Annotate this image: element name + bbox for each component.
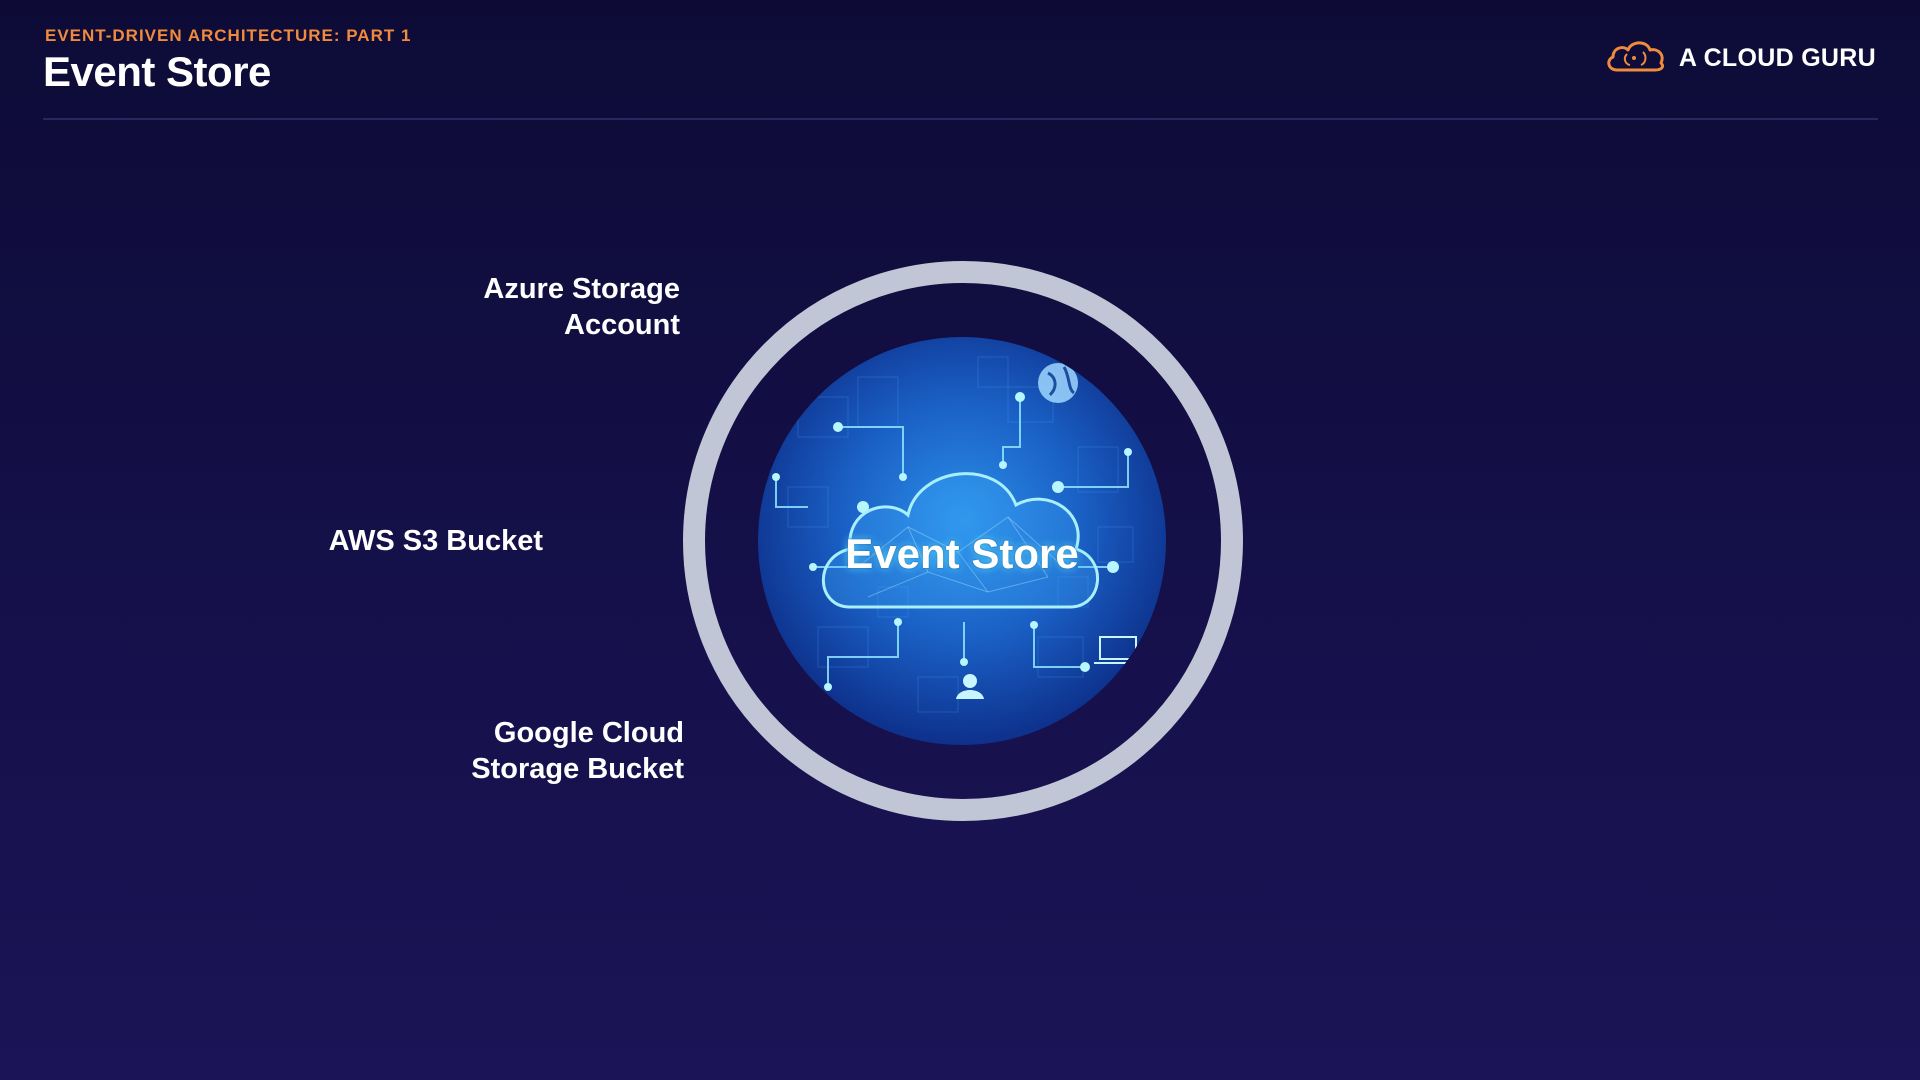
option-google-line-2: Storage Bucket — [471, 753, 684, 785]
cloud-logo-icon — [1603, 36, 1667, 81]
center-label: Event Store — [845, 530, 1079, 577]
option-google-line-1: Google Cloud — [493, 717, 684, 749]
cloud-network-illustration: Event Store — [758, 337, 1166, 745]
option-azure-line-1: Azure Storage — [483, 273, 680, 305]
option-aws-s3: AWS S3 Bucket — [329, 523, 543, 559]
option-aws-line-1: AWS S3 Bucket — [328, 525, 543, 557]
header-divider — [43, 118, 1878, 120]
option-google-cloud-storage: Google Cloud Storage Bucket — [471, 715, 684, 787]
option-azure-storage: Azure Storage Account — [483, 271, 680, 343]
kicker: EVENT-DRIVEN ARCHITECTURE: PART 1 — [45, 26, 412, 45]
page-title: Event Store — [43, 48, 271, 95]
option-azure-line-2: Account — [564, 309, 680, 341]
brand-name: A CLOUD GURU — [1678, 43, 1876, 72]
brand-logo: A CLOUD GURU — [1603, 36, 1876, 80]
